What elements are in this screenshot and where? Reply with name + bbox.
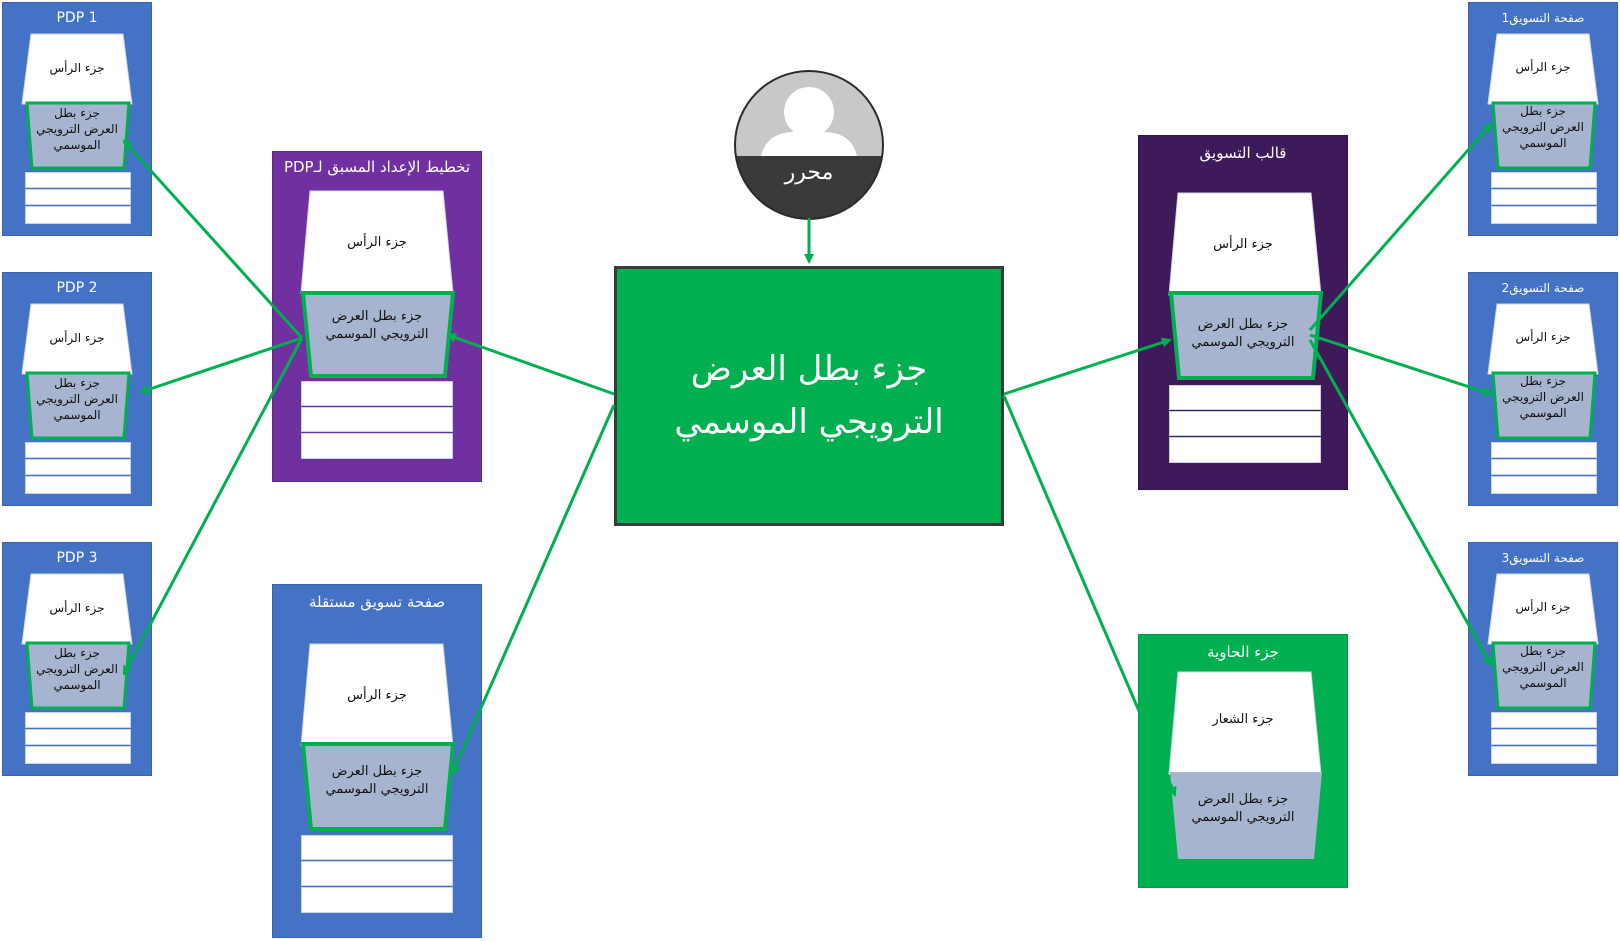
header-part-label: جزء الرأس (347, 235, 407, 250)
header-part-label: جزء الرأس (49, 61, 105, 75)
stack-layer (25, 442, 131, 458)
stack-layer (25, 189, 131, 205)
header-part-label: جزء الرأس (347, 688, 407, 703)
editor-label: محرر (784, 160, 834, 185)
header-part-label: جزء الرأس (1515, 60, 1571, 74)
stack-layer (25, 459, 131, 475)
hero-part-shape (1491, 101, 1597, 170)
stack-layer (25, 746, 131, 764)
hero-title: جزء بطل العرض الترويجي الموسمي (674, 349, 944, 442)
header-part-label: جزء الرأس (49, 331, 105, 345)
panel-title: صفحة التسويق2 (1501, 281, 1585, 295)
header-part-shape (21, 33, 133, 105)
panel-title: صفحة التسويق1 (1501, 11, 1585, 25)
header-part-label: جزء الرأس (49, 601, 105, 615)
hero-part-shape (1170, 772, 1322, 859)
stack-layer (301, 433, 453, 459)
hero-part-shape (300, 291, 456, 378)
panel-title: صفحة تسويق مستقلة (308, 593, 446, 611)
header-part-label: جزء الرأس (1515, 600, 1571, 614)
stack-layer (1491, 459, 1597, 475)
panel-title: PDP 3 (56, 550, 98, 566)
stack-layer (25, 206, 131, 224)
header-part-label: جزء الرأس (1515, 330, 1571, 344)
header-part-shape (1487, 33, 1599, 105)
hero-part-shape (25, 641, 131, 710)
user-icon (736, 72, 882, 156)
editor-avatar: محرر (736, 72, 882, 218)
stack-layer (1491, 172, 1597, 188)
stack-layer (1491, 206, 1597, 224)
panel-title: تخطيط الإعداد المسبق لـPDP (283, 158, 471, 176)
stack-layer (25, 476, 131, 494)
stack-layer (25, 712, 131, 728)
stack-layer (1491, 729, 1597, 745)
stack-layer (1169, 437, 1321, 463)
stack-layer (1169, 385, 1321, 410)
stack-layer (25, 172, 131, 188)
panel-title: صفحة التسويق3 (1501, 551, 1585, 565)
stack-layer (301, 835, 453, 860)
logo-part-label: جزء الشعار (1212, 712, 1274, 727)
stack-layer (1491, 746, 1597, 764)
panel-title: قالب التسويق (1199, 144, 1287, 162)
hero-part-shape (1491, 641, 1597, 710)
stack-layer (301, 861, 453, 886)
header-part-label: جزء الرأس (1213, 237, 1273, 252)
panel-standalone-marketing-page: صفحة تسويق مستقلة جزء الرأس جزء بطل العر… (272, 584, 482, 938)
stack-layer (1491, 712, 1597, 728)
panel-title: PDP 1 (56, 10, 98, 26)
stack-layer (1169, 411, 1321, 436)
panel-pdp-preset-layout: تخطيط الإعداد المسبق لـPDP جزء الرأس جزء… (272, 151, 482, 482)
stack-layer (1491, 189, 1597, 205)
seasonal-hero-part: جزء بطل العرض الترويجي الموسمي (614, 266, 1004, 526)
hero-part-shape (1491, 371, 1597, 440)
panel-title: PDP 2 (56, 280, 98, 296)
hero-part-shape (300, 742, 456, 831)
stack-layer (1491, 476, 1597, 494)
stack-layer (301, 407, 453, 432)
panel-title: جزء الحاوية (1207, 643, 1279, 661)
stack-layer (301, 887, 453, 913)
stack-layer (25, 729, 131, 745)
stack-layer (301, 381, 453, 406)
stack-layer (1491, 442, 1597, 458)
